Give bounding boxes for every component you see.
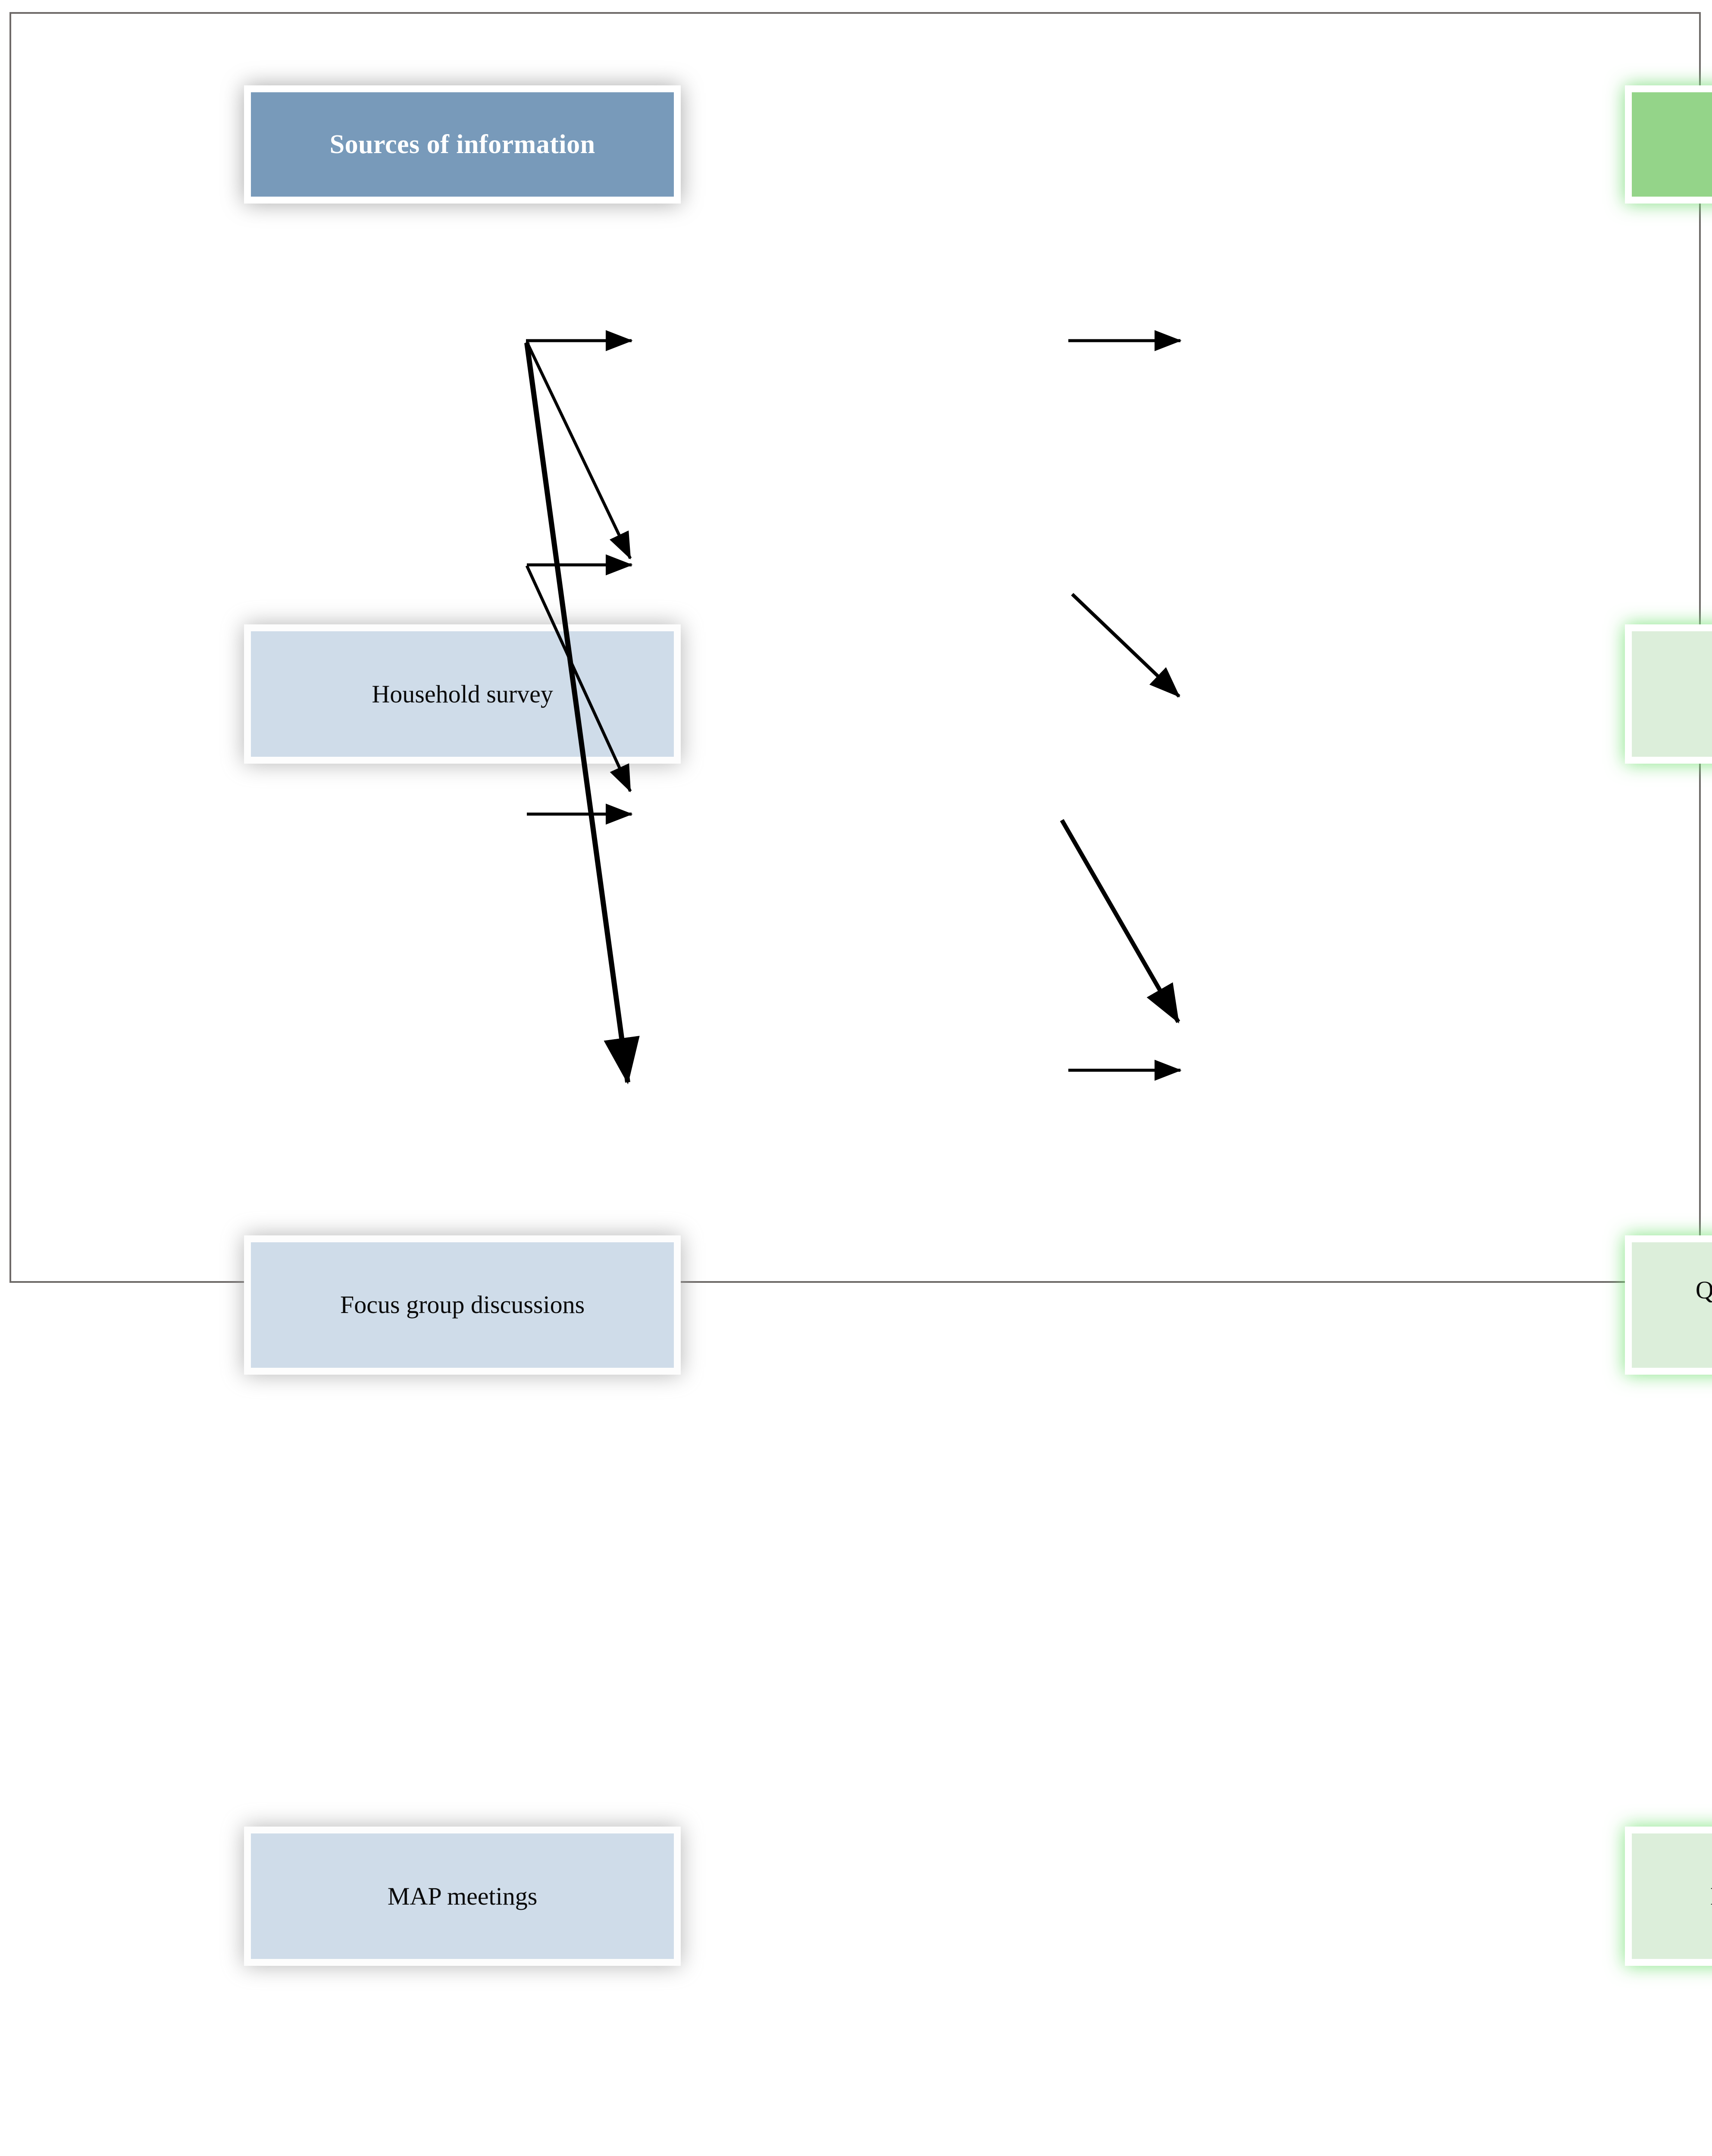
node-household-survey[interactable]: Household survey xyxy=(244,624,681,764)
quanti-qualitative-analysis-fill: Quanti-qualitative analysis of Brachiari… xyxy=(1632,1242,1712,1368)
diagram-frame: Sources of information Methodology Study… xyxy=(9,12,1712,1966)
node-intervention-logic-diagram[interactable]: Intervention logic diagram xyxy=(1625,1827,1712,1966)
intervention-logic-diagram-label: Intervention logic diagram xyxy=(1657,1882,1712,1911)
household-survey-label: Household survey xyxy=(372,680,553,708)
map-meetings-label: MAP meetings xyxy=(387,1882,538,1910)
node-marginal-analysis[interactable]: Marginal analysis xyxy=(1625,624,1712,764)
node-map-meetings[interactable]: MAP meetings xyxy=(244,1827,681,1966)
quanti-qualitative-analysis-label: Quanti-qualitative analysis of Brachiari… xyxy=(1695,1275,1712,1304)
focus-group-discussions-label: Focus group discussions xyxy=(340,1290,585,1319)
marginal-analysis-label: Marginal analysis xyxy=(1657,680,1712,709)
map-meetings-fill: MAP meetings xyxy=(250,1833,674,1959)
node-quanti-qualitative-analysis[interactable]: Quanti-qualitative analysis of Brachiari… xyxy=(1625,1235,1712,1375)
node-focus-group-discussions[interactable]: Focus group discussions xyxy=(244,1235,681,1375)
intervention-logic-diagram-fill: Intervention logic diagram xyxy=(1632,1833,1712,1959)
focus-group-discussions-fill: Focus group discussions xyxy=(250,1242,674,1368)
marginal-analysis-fill: Marginal analysis xyxy=(1632,631,1712,757)
sources-header-fill: Sources of information xyxy=(250,92,674,197)
household-survey-fill: Household survey xyxy=(250,631,674,757)
methodology-header-fill: Methodology xyxy=(1632,92,1712,197)
column-header-methodology: Methodology xyxy=(1625,85,1712,204)
column-header-sources: Sources of information xyxy=(244,85,681,204)
flow-diagram: Sources of information Methodology Study… xyxy=(9,12,1712,1966)
methodology-header-label: Methodology xyxy=(1657,129,1712,160)
sources-header-label: Sources of information xyxy=(329,129,595,159)
